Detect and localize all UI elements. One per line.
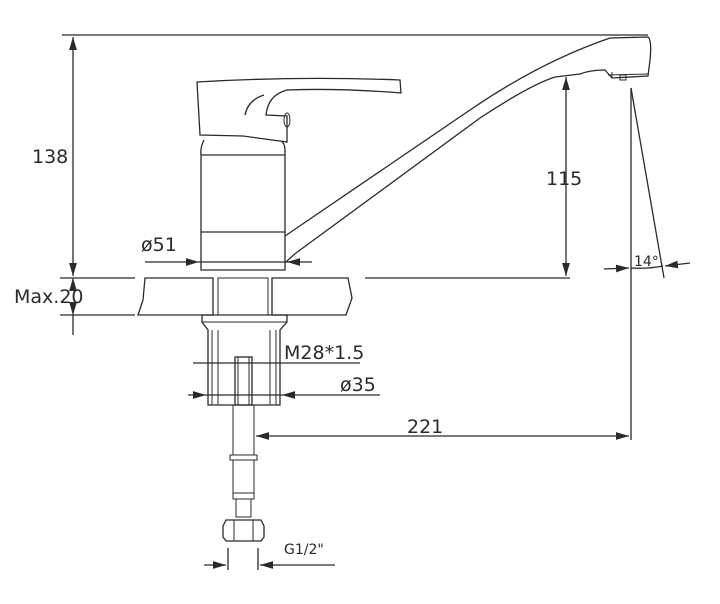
label-g12: G1/2" (284, 542, 324, 558)
label-m28: M28*1.5 (284, 342, 365, 364)
countertop-section (137, 277, 570, 316)
spout (284, 36, 652, 263)
label-115: 115 (546, 168, 583, 190)
faucet-body (200, 139, 286, 271)
lever-handle (196, 77, 402, 143)
g12-dimension (204, 548, 335, 570)
mounting-shank (201, 314, 288, 406)
flexible-hose (222, 404, 265, 542)
label-221: 221 (407, 416, 444, 438)
label-d35: ø35 (340, 374, 376, 396)
label-d51: ø51 (141, 234, 177, 256)
label-138: 138 (32, 146, 69, 168)
label-angle-14: 14° (634, 254, 659, 270)
angle-14-dimension (603, 87, 691, 440)
label-max20: Max.20 (14, 286, 84, 308)
